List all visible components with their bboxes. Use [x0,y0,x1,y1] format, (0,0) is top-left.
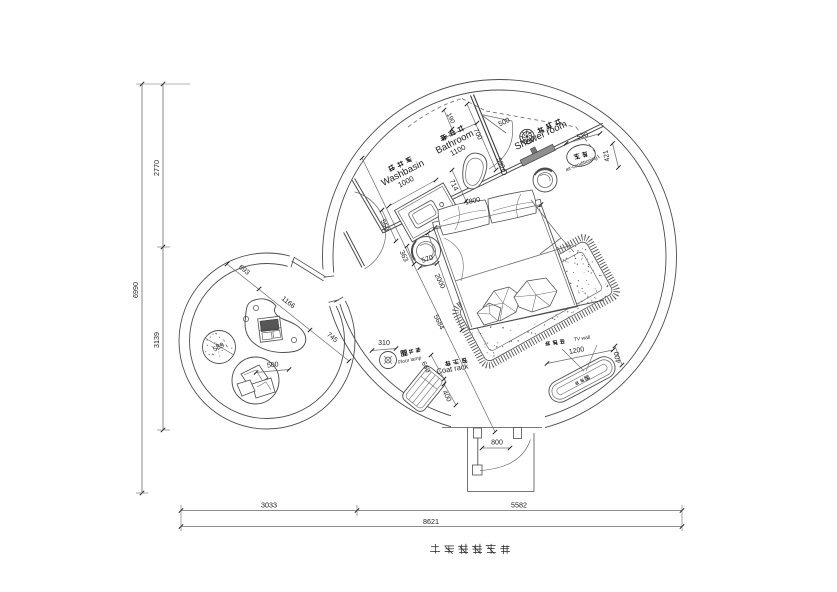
svg-text:500: 500 [267,361,279,369]
svg-text:589: 589 [212,342,226,354]
svg-text:421: 421 [602,149,611,162]
svg-text:714: 714 [448,179,459,193]
svg-text:363: 363 [398,250,409,264]
svg-text:1800: 1800 [464,196,481,206]
svg-text:520: 520 [576,132,589,142]
svg-text:500: 500 [498,117,512,128]
svg-text:2770: 2770 [152,160,161,176]
svg-text:5582: 5582 [511,501,527,510]
svg-text:8621: 8621 [423,517,439,526]
svg-text:400: 400 [440,389,452,403]
svg-text:660: 660 [419,360,431,374]
svg-text:400: 400 [613,351,622,364]
svg-text:3139: 3139 [152,332,161,348]
svg-text:6990: 6990 [131,282,140,298]
svg-text:310: 310 [378,340,390,347]
svg-text:590: 590 [495,157,506,170]
svg-text:3033: 3033 [261,501,277,510]
svg-text:550: 550 [379,219,390,233]
svg-text:1200: 1200 [568,346,585,356]
svg-text:570: 570 [421,254,434,265]
svg-text:700: 700 [472,128,483,142]
svg-text:190: 190 [445,112,456,125]
svg-text:Floor lamp: Floor lamp [398,355,423,366]
svg-text:800: 800 [491,440,503,447]
svg-text:TV wall: TV wall [573,335,590,343]
